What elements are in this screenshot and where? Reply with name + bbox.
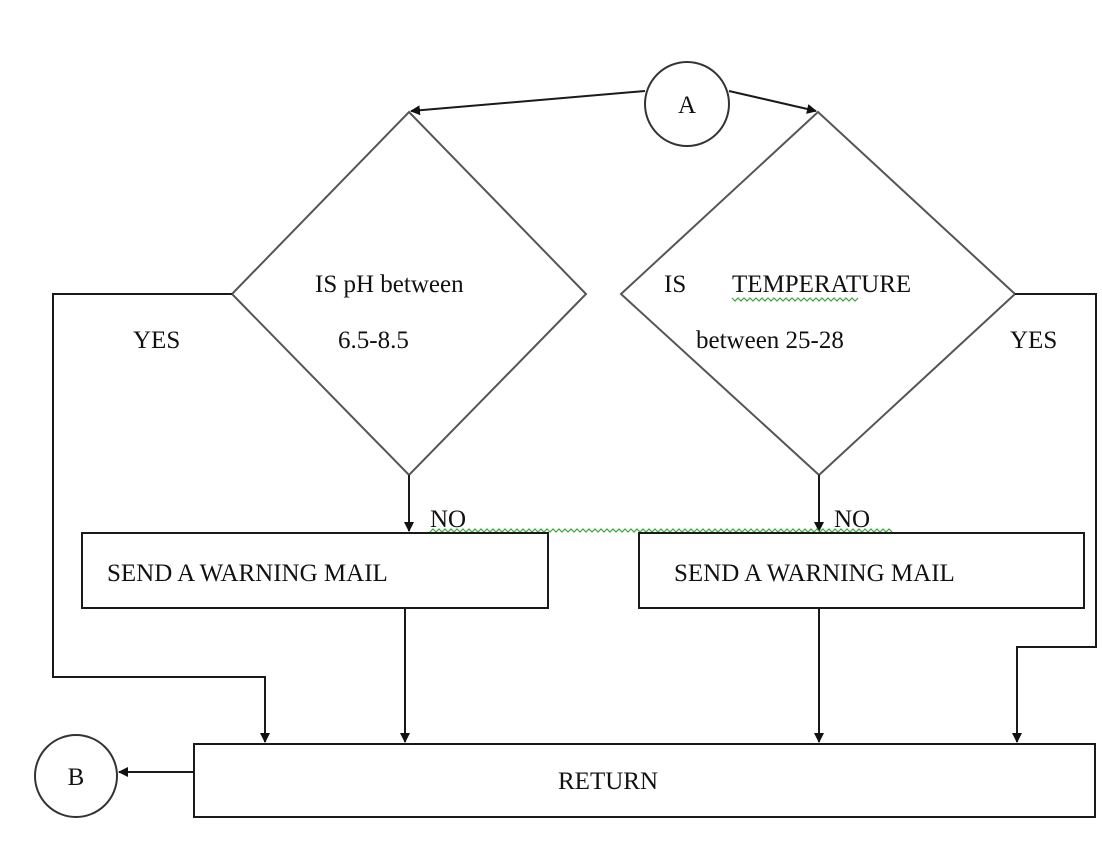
decision-ph-line1: IS pH between [315,271,464,298]
decision-ph: IS pH between 6.5-8.5 [230,110,588,477]
connector-b-circle [34,734,118,818]
temp-yes-label: YES [1010,327,1057,354]
connector-a-label: A [678,92,696,119]
arrow-a-to-temp-decision [728,90,817,114]
decision-ph-line2: 6.5-8.5 [338,327,409,354]
temp-no-label: NO [834,506,870,533]
ph-no-label: NO [430,506,466,533]
process-temp-warning: SEND A WARNING MAIL [638,532,1085,609]
decision-temperature-prefix: IS [664,271,686,298]
connector-b-label: B [68,764,85,791]
process-temp-warning-box [638,532,1085,609]
decision-temperature-line2: between 25-28 [696,327,844,354]
ph-yes-path [52,293,270,743]
spellcheck-underline-temperature [731,297,859,302]
process-ph-warning-label: SEND A WARNING MAIL [107,560,388,587]
connector-a-circle [644,61,730,147]
process-ph-warning: SEND A WARNING MAIL [81,532,549,609]
spellcheck-underline-no [429,528,893,533]
process-return-label: RETURN [558,768,658,795]
ph-yes-label: YES [133,327,180,354]
decision-temperature-word: TEMPERATURE [732,271,911,298]
temp-yes-path [1012,293,1097,743]
arrow-a-to-ph-decision [410,90,646,116]
connector-a: A [644,61,730,147]
decision-temperature: IS TEMPERATURE between 25-28 [619,110,1017,477]
process-return-box [193,743,1096,818]
process-return: RETURN [193,743,1096,818]
connector-b: B [34,734,118,818]
process-temp-warning-label: SEND A WARNING MAIL [674,560,955,587]
process-ph-warning-box [81,532,549,609]
